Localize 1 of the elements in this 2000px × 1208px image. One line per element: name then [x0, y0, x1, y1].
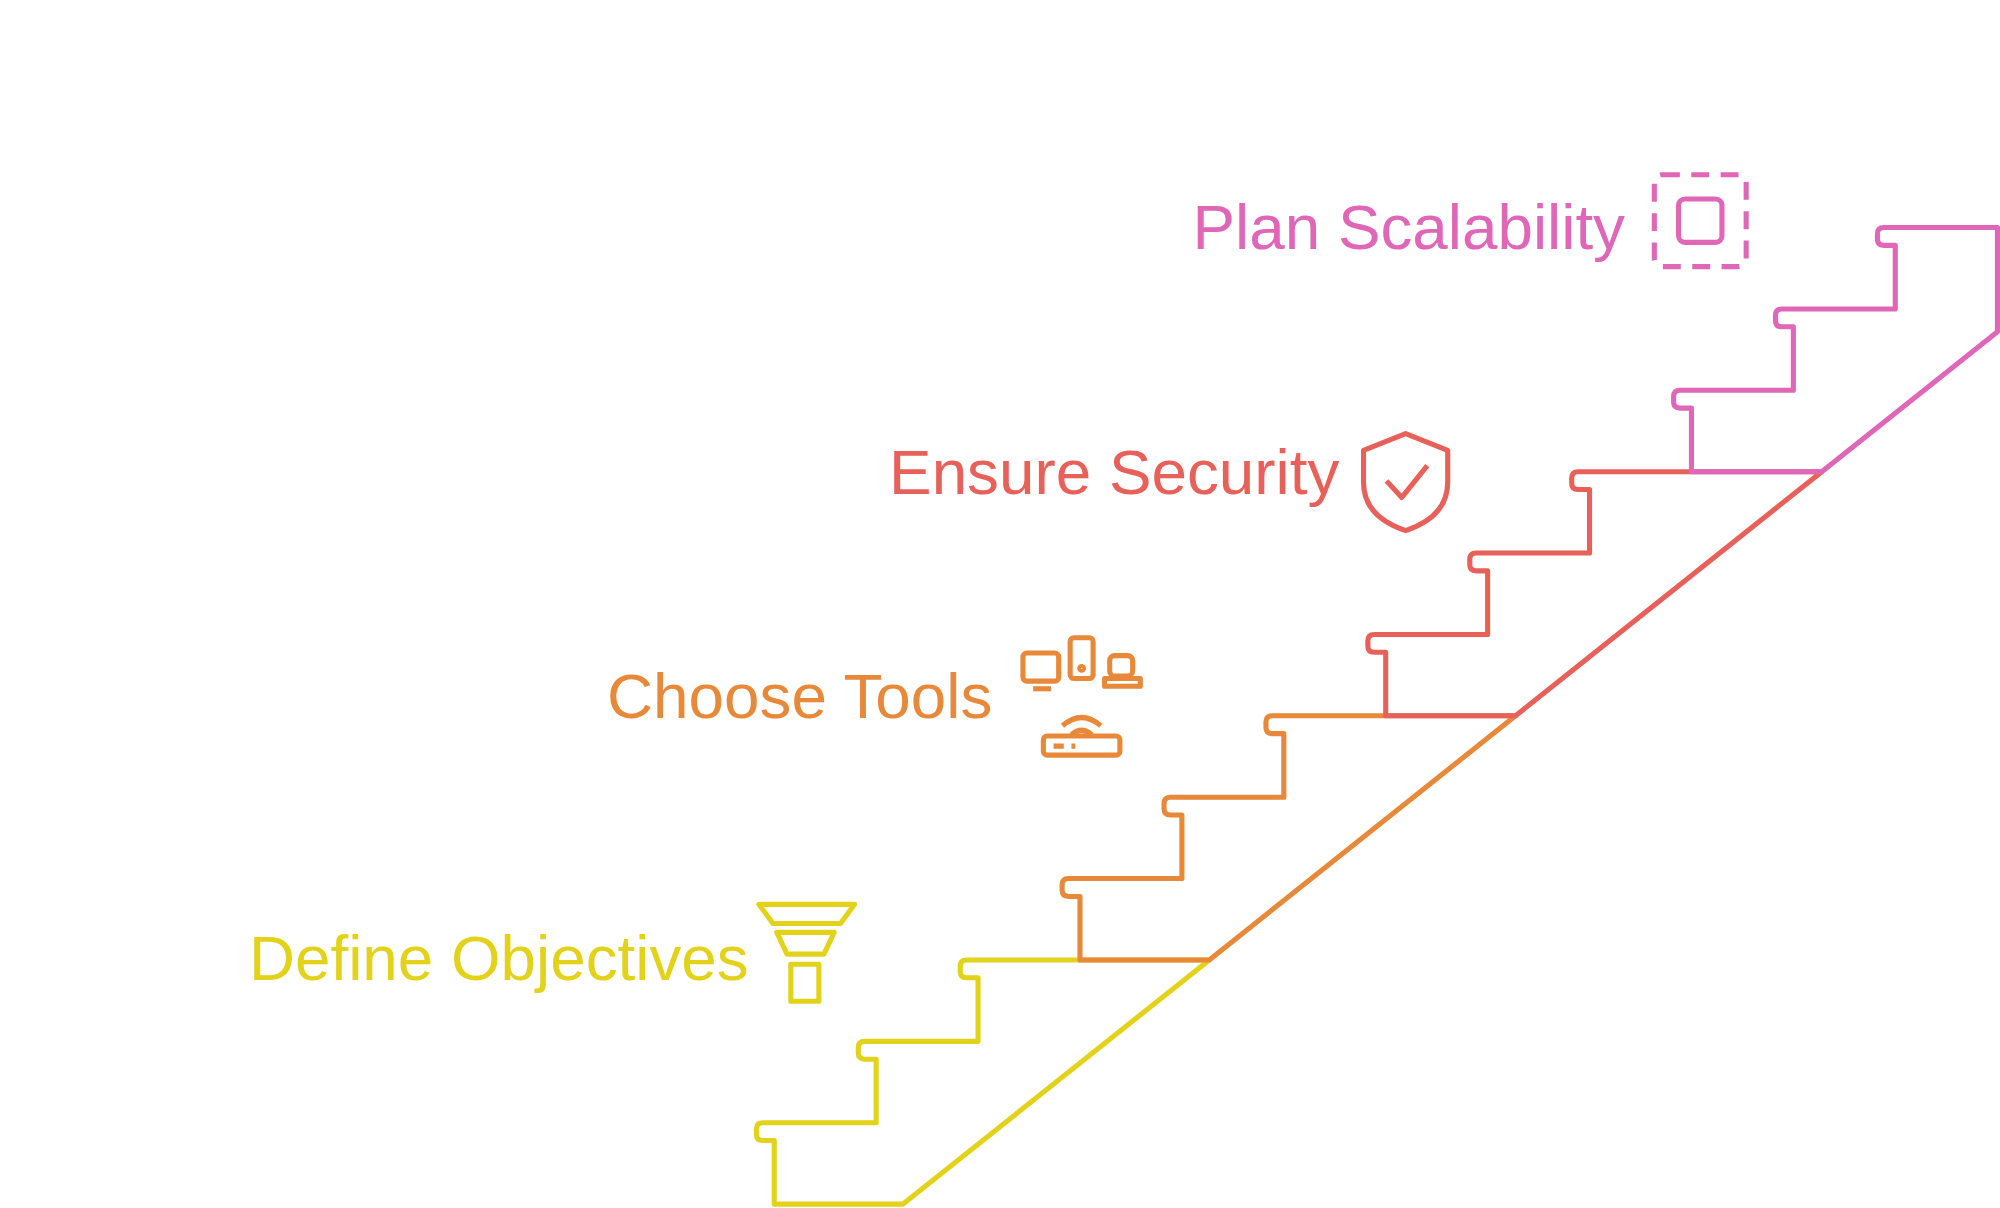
step-label: Choose Tools: [607, 664, 993, 729]
